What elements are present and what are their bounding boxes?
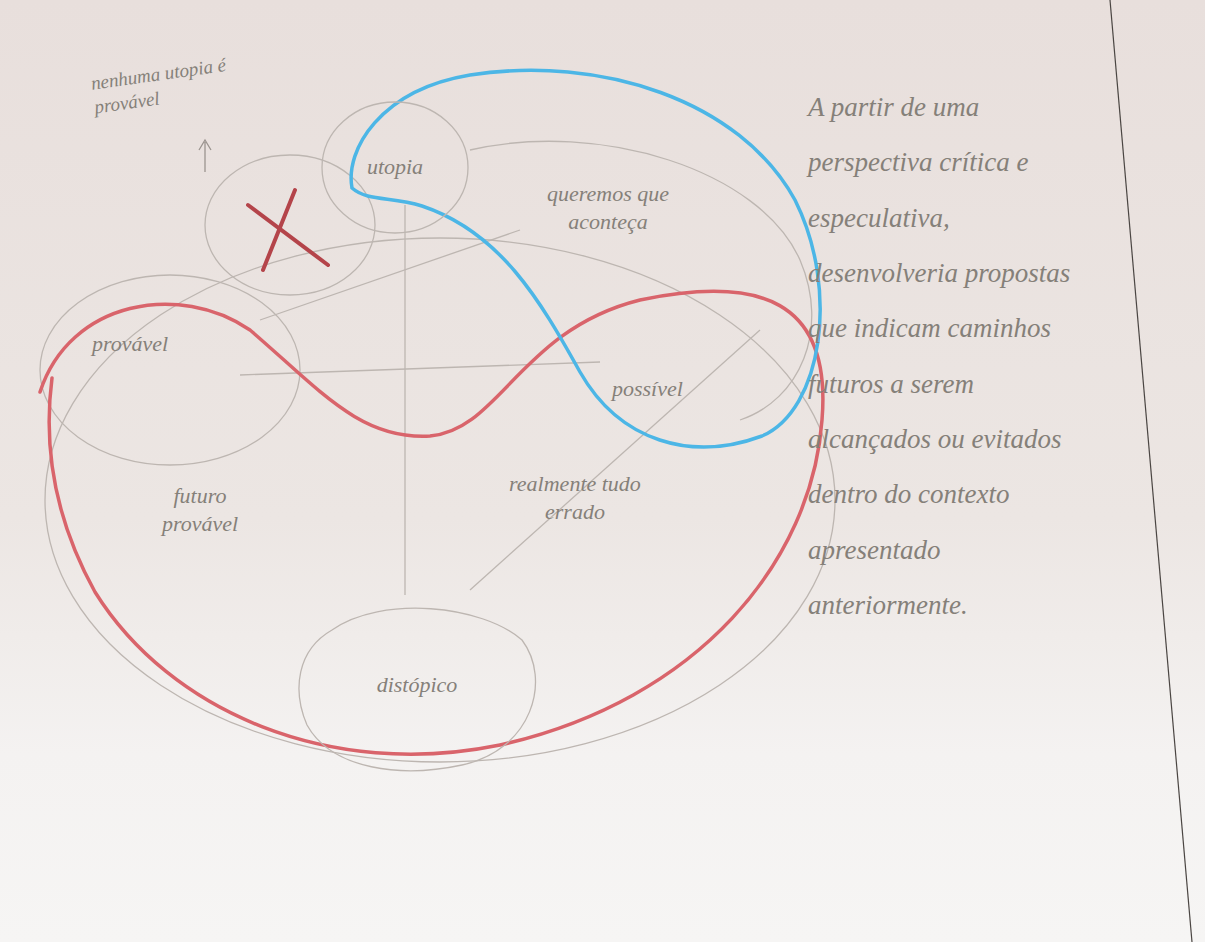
vertical-axis [404,205,405,595]
node-label: distópico [377,672,458,698]
outer-circle [45,238,835,762]
pencil-sketch [40,140,835,762]
region-label: realmente tudo errado [485,470,665,525]
x-stroke [248,205,328,265]
pencil-diagonal [470,330,760,590]
outline-shape [299,608,535,770]
dystopia-blob: distópico [292,600,542,770]
red-region-curve [40,291,823,754]
blue-region-curve [351,70,820,447]
utopia-circle: utopia [320,100,470,235]
paragraph-text: A partir de uma perspectiva crítica e es… [808,80,1093,633]
red-x [248,190,328,270]
caret-arrow [199,140,211,172]
region-label: queremos que aconteça [528,180,688,235]
outline-shape [322,102,468,233]
region-label: provável [92,330,212,358]
region-label: futuro provável [140,482,260,537]
x-stroke [263,190,295,270]
node-label: utopia [367,154,423,180]
note-text: nenhuma utopia é provável [89,52,234,119]
page-edge [1110,0,1192,942]
region-label: possível [612,375,712,403]
